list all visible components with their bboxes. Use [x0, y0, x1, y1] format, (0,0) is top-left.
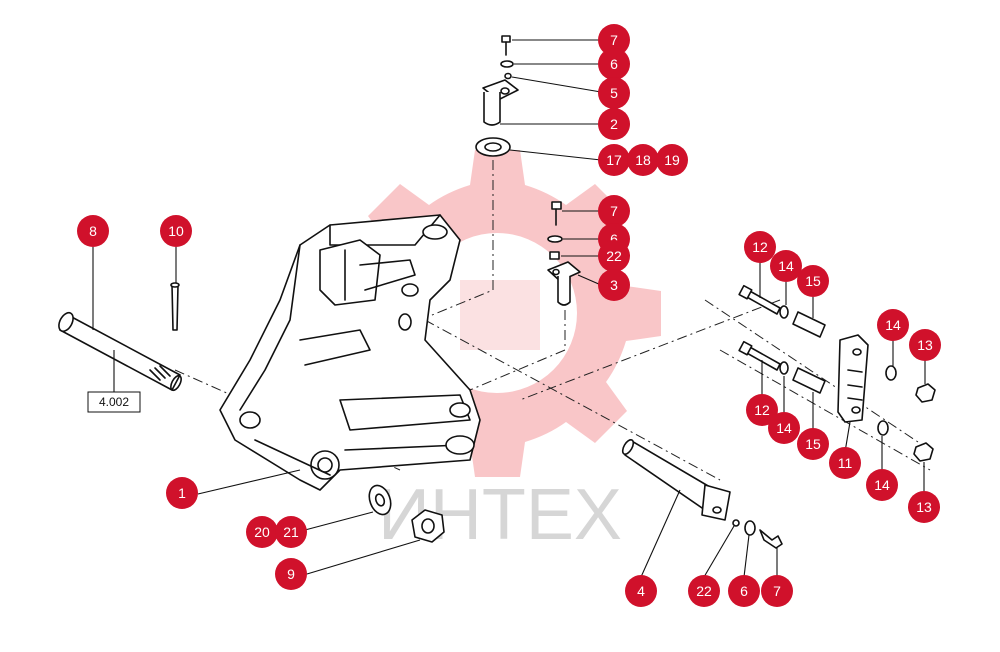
callout-17: 17 [598, 144, 630, 176]
callout-22-mid: 22 [598, 240, 630, 272]
callout-12-upper: 12 [744, 231, 776, 263]
callout-14-right-upper: 14 [877, 309, 909, 341]
callout-label: 14 [885, 317, 901, 333]
callout-4: 4 [625, 575, 657, 607]
callout-label: 7 [773, 583, 781, 599]
callout-label: 15 [805, 436, 821, 452]
callout-label: 3 [610, 277, 618, 293]
callout-label: 14 [776, 420, 792, 436]
callout-label: 6 [740, 583, 748, 599]
callout-9: 9 [275, 558, 307, 590]
callout-22-bottom: 22 [688, 575, 720, 607]
callout-label: 12 [752, 239, 768, 255]
nut-9 [411, 509, 445, 543]
callout-label: 14 [778, 258, 794, 274]
callout-3: 3 [598, 269, 630, 301]
callout-14-upper: 14 [770, 250, 802, 282]
callout-label: 12 [754, 402, 770, 418]
callout-1: 1 [166, 477, 198, 509]
callout-label: 10 [168, 223, 184, 239]
callout-13-upper: 13 [909, 329, 941, 361]
callout-5: 5 [598, 77, 630, 109]
callout-2: 2 [598, 108, 630, 140]
callout-10: 10 [160, 215, 192, 247]
cotter-pin-10 [170, 282, 180, 331]
callout-13-lower: 13 [908, 491, 940, 523]
callout-label: 15 [805, 273, 821, 289]
callout-label: 22 [696, 583, 712, 599]
callout-label: 22 [606, 248, 622, 264]
washer-20-21 [368, 484, 392, 516]
callout-15-upper: 15 [797, 265, 829, 297]
callout-6-top: 6 [598, 48, 630, 80]
pin-4-assembly [621, 438, 783, 549]
callout-label: 18 [635, 152, 651, 168]
callout-label: 13 [917, 337, 933, 353]
callout-label: 9 [287, 566, 295, 582]
callout-12-lower: 12 [746, 394, 778, 426]
callout-label: 20 [254, 524, 270, 540]
top-pin-assembly [475, 35, 519, 157]
callout-6-bottom: 6 [728, 575, 760, 607]
watermark-text: ИНТЕХ [378, 475, 622, 555]
callout-label: 8 [89, 223, 97, 239]
callout-18: 18 [627, 144, 659, 176]
watermark-gear-hole [417, 233, 577, 393]
callout-label: 11 [838, 455, 853, 471]
callout-label: 13 [916, 499, 932, 515]
callout-11: 11 [829, 447, 861, 479]
callout-label: 14 [874, 477, 890, 493]
callout-8: 8 [77, 215, 109, 247]
callout-14-lower: 14 [768, 412, 800, 444]
callout-label: 19 [664, 152, 680, 168]
callout-15-lower: 15 [797, 428, 829, 460]
callout-label: 6 [610, 231, 618, 247]
callout-7-top: 7 [598, 24, 630, 56]
callout-20: 20 [246, 516, 278, 548]
clamp-assembly [738, 284, 936, 462]
main-bracket [219, 214, 481, 491]
callout-label: 5 [610, 85, 618, 101]
center-lines [174, 160, 931, 481]
callout-21: 21 [275, 516, 307, 548]
callout-label: 17 [606, 152, 622, 168]
callout-14-right-lower: 14 [866, 469, 898, 501]
callout-label: 4 [637, 583, 645, 599]
callout-label: 7 [610, 32, 618, 48]
callout-label: 1 [178, 485, 186, 501]
long-pin-8 [58, 311, 182, 392]
callout-label: 7 [610, 203, 618, 219]
reference-box-label: 4.002 [99, 395, 129, 409]
callout-label: 6 [610, 56, 618, 72]
reference-box: 4.002 [87, 391, 141, 413]
callout-label: 21 [283, 524, 299, 540]
callout-label: 2 [610, 116, 618, 132]
callout-19: 19 [656, 144, 688, 176]
callout-7-bottom: 7 [761, 575, 793, 607]
leader-lines [92, 39, 926, 578]
middle-pin-assembly [547, 201, 581, 306]
callout-7-mid: 7 [598, 195, 630, 227]
